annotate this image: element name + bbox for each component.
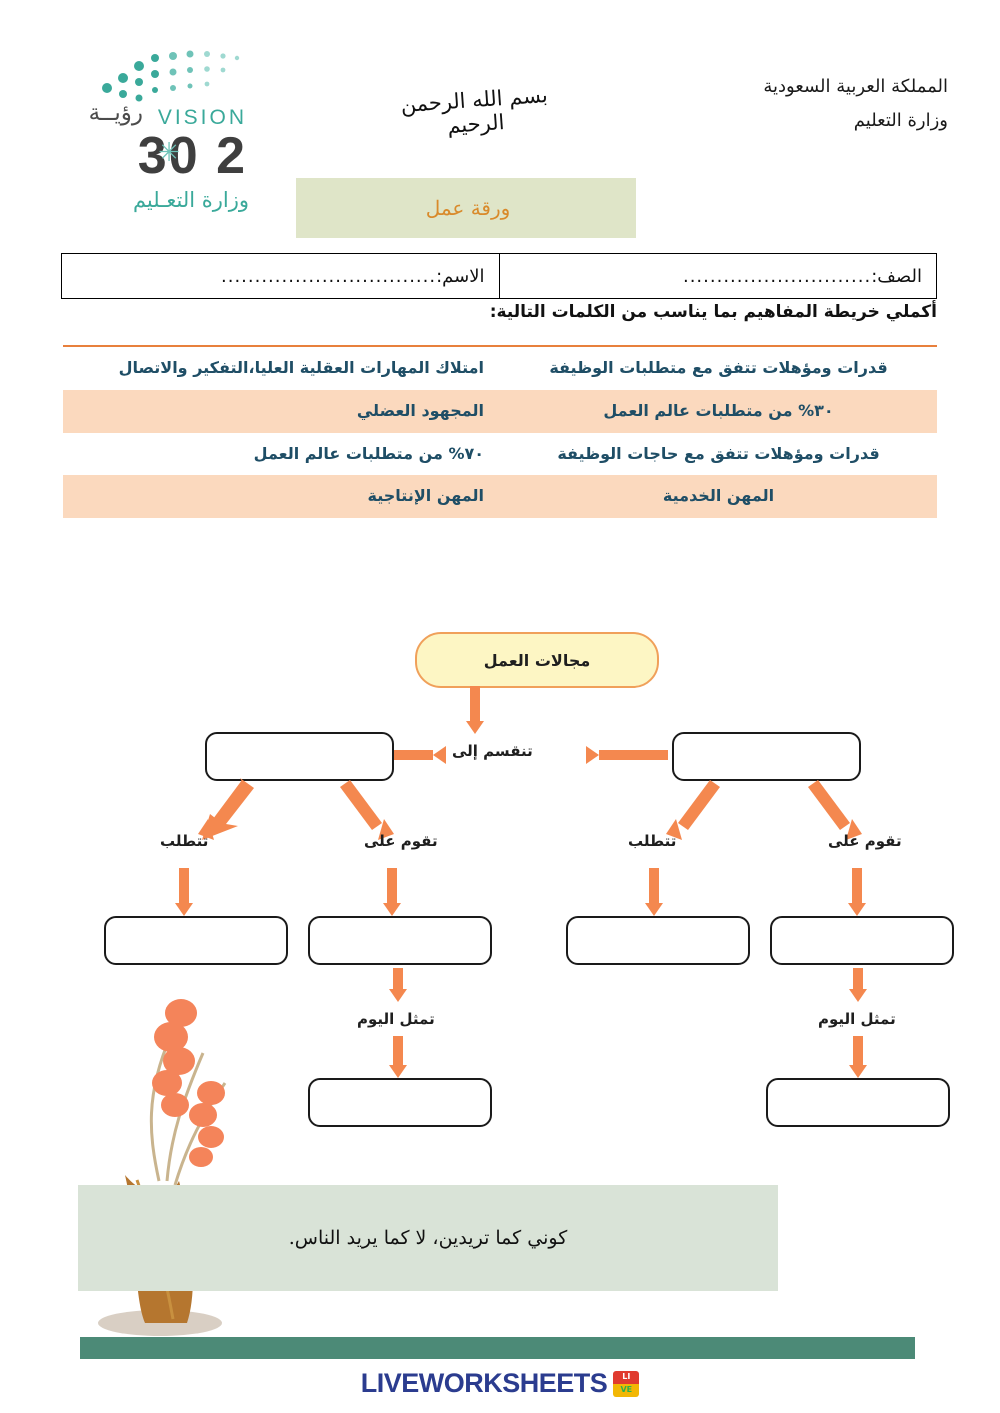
answer-box-left-3[interactable] — [308, 916, 492, 965]
liveworksheets-footer: LI VE LIVEWORKSHEETS — [0, 1368, 1000, 1399]
logo-ministry-text: وزارة التعـليم — [132, 188, 249, 212]
arrow-right-diag-b — [798, 778, 868, 844]
liveworksheets-badge-icon: LI VE — [613, 1370, 640, 1397]
arrow-split-right — [586, 746, 668, 764]
word-cell-left: قدرات ومؤهلات تتفق مع متطلبات الوظيفة — [500, 345, 937, 390]
logo-vision-text: VISION — [157, 106, 247, 129]
label-split: تنقسم إلى — [452, 742, 533, 760]
answer-box-right-2[interactable] — [566, 916, 750, 965]
instruction-text: أكملي خريطة المفاهيم بما يناسب من الكلما… — [489, 302, 937, 322]
badge-ve: VE — [613, 1383, 640, 1397]
worksheet-title: ورقة عمل — [425, 196, 511, 220]
word-cell-left: المهن الخدمية — [500, 475, 937, 519]
arrow-down-r2 — [848, 868, 866, 916]
worksheet-title-background — [296, 178, 636, 238]
vision-2030-logo: رؤيــة VISION 2 30 ✳ وزارة التعـليم — [55, 48, 255, 213]
class-cell: الصف: ............................ — [500, 254, 937, 298]
basmala-text: بسم الله الرحمن الرحيم — [399, 82, 549, 138]
concept-map-root: مجالات العمل — [415, 632, 659, 688]
quote-text: كوني كما تريدين، لا كما يريد الناس. — [288, 1227, 568, 1249]
country-label: المملكة العربية السعودية — [763, 76, 948, 97]
answer-box-right-1[interactable] — [672, 732, 861, 781]
student-info-row: الصف: ............................ الاسم… — [61, 253, 937, 299]
arrow-today-left-top — [389, 968, 407, 1002]
table-row: ٣٠% من متطلبات عالم العمل المجهود العضلي — [63, 389, 937, 433]
logo-dots-icon — [102, 50, 240, 102]
name-label: الاسم: — [436, 265, 485, 287]
word-cell-left: قدرات ومؤهلات تتفق مع حاجات الوظيفة — [500, 432, 937, 476]
word-cell-right: المجهود العضلي — [63, 389, 500, 433]
label-requires-left: تتطلب — [160, 832, 209, 850]
root-label: مجالات العمل — [483, 650, 591, 670]
quote-banner: كوني كما تريدين، لا كما يريد الناس. — [78, 1185, 778, 1291]
table-row: المهن الخدمية المهن الإنتاجية — [63, 475, 937, 519]
class-value[interactable]: ............................ — [682, 265, 872, 287]
header-authority: المملكة العربية السعودية وزارة التعليم — [763, 70, 948, 138]
logo-roya-text: رؤيــة — [88, 100, 143, 126]
answer-box-right-3[interactable] — [770, 916, 954, 965]
word-cell-right: ٧٠% من متطلبات عالم العمل — [63, 432, 500, 476]
word-cell-left: ٣٠% من متطلبات عالم العمل — [500, 389, 937, 433]
arrow-split-left — [394, 746, 446, 764]
bottom-green-bar — [80, 1337, 915, 1359]
arrow-left-diag-a — [192, 778, 262, 844]
label-basedon-left: تقوم على — [364, 832, 438, 850]
name-value[interactable]: ................................ — [221, 265, 437, 287]
arrow-today-right-bottom — [849, 1036, 867, 1078]
label-today-right: تمثل اليوم — [818, 1010, 896, 1028]
concept-map: مجالات العمل تنقسم إلى — [0, 620, 1000, 1180]
arrow-left-diag-b — [330, 778, 400, 844]
word-cell-right: المهن الإنتاجية — [63, 475, 500, 519]
arrow-root-down — [466, 686, 484, 734]
arrow-down-l1 — [175, 868, 193, 916]
label-today-left: تمثل اليوم — [357, 1010, 435, 1028]
answer-box-left-2[interactable] — [104, 916, 288, 965]
answer-box-left-4[interactable] — [308, 1078, 492, 1127]
word-cell-right: امتلاك المهارات العقلية العليا،التفكير و… — [63, 345, 500, 390]
table-row: قدرات ومؤهلات تتفق مع حاجات الوظيفة ٧٠% … — [63, 432, 937, 476]
logo-number-text: 2 30 — [137, 127, 247, 185]
table-row: قدرات ومؤهلات تتفق مع متطلبات الوظيفة ام… — [63, 345, 937, 390]
badge-li: LI — [613, 1370, 640, 1384]
label-requires-right: تتطلب — [628, 832, 677, 850]
ministry-label: وزارة التعليم — [853, 110, 948, 132]
answer-box-left-1[interactable] — [205, 732, 394, 781]
name-cell: الاسم: ................................ — [62, 254, 500, 298]
answer-box-right-4[interactable] — [766, 1078, 950, 1127]
arrow-right-diag-a — [660, 778, 730, 844]
class-label: الصف: — [871, 265, 922, 287]
logo-star-icon: ✳ — [158, 138, 180, 168]
arrow-down-r1 — [645, 868, 663, 916]
arrow-today-left-bottom — [389, 1036, 407, 1078]
arrow-down-l2 — [383, 868, 401, 916]
label-basedon-right: تقوم على — [828, 832, 902, 850]
arrow-today-right-top — [849, 968, 867, 1002]
word-bank-table: قدرات ومؤهلات تتفق مع متطلبات الوظيفة ام… — [63, 345, 937, 519]
liveworksheets-brand: LIVEWORKSHEETS — [360, 1368, 608, 1398]
